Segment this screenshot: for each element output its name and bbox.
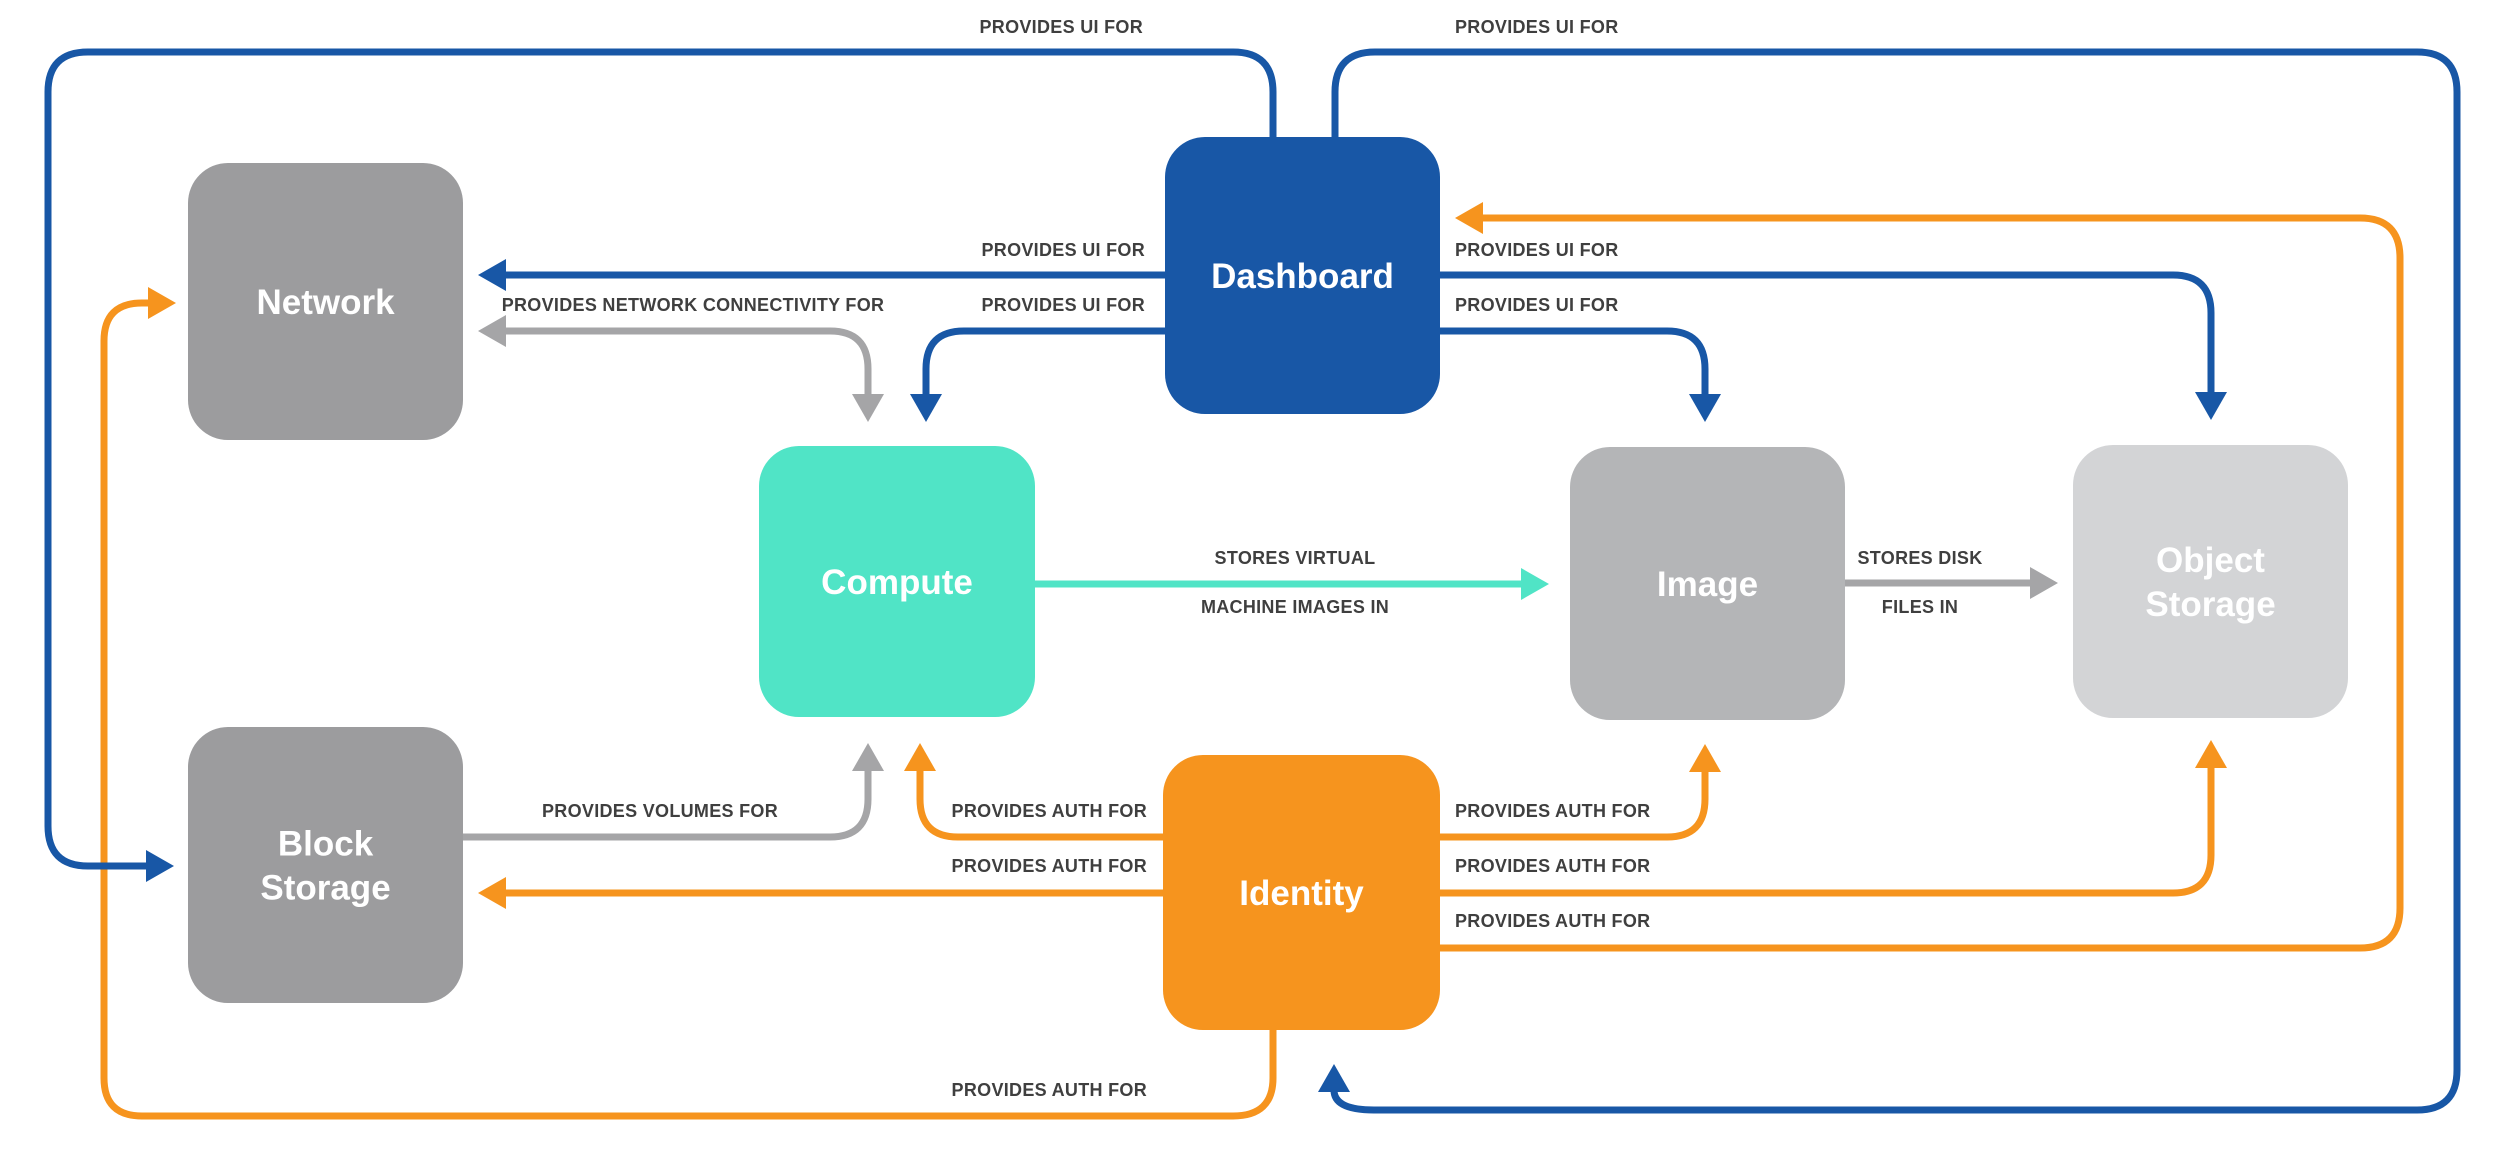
node-compute: Compute bbox=[759, 446, 1035, 717]
edge-label-dashboard-to-identity-1: PROVIDES UI FOR bbox=[1455, 17, 1619, 37]
node-label-compute: Compute bbox=[821, 563, 973, 602]
arrowhead-left-icon bbox=[478, 259, 506, 291]
node-label-image: Image bbox=[1657, 565, 1758, 604]
edge-label-dashboard-to-block-storage-0: PROVIDES UI FOR bbox=[979, 17, 1143, 37]
arrowhead-left-icon bbox=[478, 877, 506, 909]
edge-label-identity-to-network-17: PROVIDES AUTH FOR bbox=[952, 1080, 1147, 1100]
node-box-network bbox=[188, 163, 463, 440]
node-label-network: Network bbox=[256, 283, 395, 322]
edge-label-dashboard-to-compute-5: PROVIDES UI FOR bbox=[981, 295, 1145, 315]
edge-line-dashboard-to-block-storage bbox=[44, 48, 1277, 870]
edge-network-compute-connectivity bbox=[478, 315, 884, 422]
edge-label-dashboard-to-network-2: PROVIDES UI FOR bbox=[981, 240, 1145, 260]
arrowhead-up-icon bbox=[1689, 744, 1721, 772]
arrowhead-up-icon bbox=[904, 743, 936, 771]
node-image: Image bbox=[1570, 447, 1845, 720]
arrowhead-up-icon bbox=[1318, 1064, 1350, 1092]
edge-line-identity-to-dashboard bbox=[1440, 214, 2404, 952]
edge-line-dashboard-to-compute bbox=[922, 327, 1165, 396]
node-label-identity: Identity bbox=[1239, 874, 1364, 913]
arrowhead-up-icon bbox=[2195, 740, 2227, 768]
edge-label-compute-to-image-7: STORES VIRTUAL bbox=[1215, 548, 1376, 568]
node-box-object-storage bbox=[2073, 445, 2348, 718]
edge-label-compute-to-image-8: MACHINE IMAGES IN bbox=[1201, 597, 1389, 617]
edge-label-image-to-object-storage-9: STORES DISK bbox=[1858, 548, 1983, 568]
edge-identity-to-compute bbox=[904, 743, 1163, 841]
arrowhead-left-icon bbox=[478, 315, 506, 347]
edge-line-block-storage-to-compute bbox=[463, 769, 872, 841]
arrowhead-down-icon bbox=[1689, 394, 1721, 422]
edge-line-identity-to-compute bbox=[916, 769, 1163, 841]
edge-identity-to-block-storage bbox=[478, 877, 1163, 909]
node-box-dashboard bbox=[1165, 137, 1440, 414]
node-box-image bbox=[1570, 447, 1845, 720]
arrowhead-right-icon bbox=[1521, 568, 1549, 600]
edge-identity-to-dashboard bbox=[1440, 202, 2404, 952]
edge-dashboard-to-block-storage bbox=[44, 48, 1277, 882]
node-box-identity bbox=[1163, 755, 1440, 1030]
edge-label-network-compute-connectivity-4: PROVIDES NETWORK CONNECTIVITY FOR bbox=[502, 295, 885, 315]
node-network: Network bbox=[188, 163, 463, 440]
edge-label-block-storage-to-compute-11: PROVIDES VOLUMES FOR bbox=[542, 801, 778, 821]
edge-line-dashboard-to-object-storage bbox=[1440, 271, 2215, 394]
edge-dashboard-to-image bbox=[1440, 327, 1721, 422]
edge-identity-to-image bbox=[1440, 744, 1721, 841]
edge-label-identity-to-block-storage-14: PROVIDES AUTH FOR bbox=[952, 856, 1147, 876]
edge-block-storage-to-compute bbox=[463, 743, 884, 841]
edge-dashboard-to-compute bbox=[910, 327, 1165, 422]
edge-image-to-object-storage bbox=[1845, 567, 2058, 599]
node-dashboard: Dashboard bbox=[1165, 137, 1440, 414]
edge-dashboard-to-identity bbox=[1318, 48, 2461, 1114]
edge-dashboard-to-object-storage bbox=[1440, 271, 2227, 420]
arrowhead-right-icon bbox=[148, 287, 176, 319]
arrowhead-up-icon bbox=[852, 743, 884, 771]
edge-identity-to-object-storage bbox=[1440, 740, 2227, 897]
edge-compute-to-image bbox=[1035, 568, 1549, 600]
edge-line-network-compute-connectivity bbox=[504, 327, 872, 396]
edge-label-dashboard-to-image-6: PROVIDES UI FOR bbox=[1455, 295, 1619, 315]
arrowhead-down-icon bbox=[910, 394, 942, 422]
node-identity: Identity bbox=[1163, 755, 1440, 1030]
edge-label-identity-to-object-storage-15: PROVIDES AUTH FOR bbox=[1455, 856, 1650, 876]
edge-label-identity-to-dashboard-16: PROVIDES AUTH FOR bbox=[1455, 911, 1650, 931]
edge-line-identity-to-network bbox=[100, 299, 1277, 1120]
edge-label-identity-to-image-13: PROVIDES AUTH FOR bbox=[1455, 801, 1650, 821]
node-box-compute bbox=[759, 446, 1035, 717]
arrowhead-right-icon bbox=[146, 850, 174, 882]
arrowhead-down-icon bbox=[2195, 392, 2227, 420]
arrowhead-down-icon bbox=[852, 394, 884, 422]
arrowhead-left-icon bbox=[1455, 202, 1483, 234]
edge-line-identity-to-object-storage bbox=[1440, 766, 2215, 897]
edge-line-dashboard-to-identity bbox=[1330, 48, 2461, 1114]
edge-dashboard-to-network bbox=[478, 259, 1165, 291]
node-label-dashboard: Dashboard bbox=[1211, 257, 1394, 296]
edge-identity-to-network bbox=[100, 287, 1277, 1120]
edge-label-dashboard-to-object-storage-3: PROVIDES UI FOR bbox=[1455, 240, 1619, 260]
edge-label-image-to-object-storage-10: FILES IN bbox=[1882, 597, 1958, 617]
edge-line-dashboard-to-image bbox=[1440, 327, 1709, 396]
arrowhead-right-icon bbox=[2030, 567, 2058, 599]
edge-line-identity-to-image bbox=[1440, 770, 1709, 841]
node-box-block-storage bbox=[188, 727, 463, 1003]
edge-label-identity-to-compute-12: PROVIDES AUTH FOR bbox=[952, 801, 1147, 821]
